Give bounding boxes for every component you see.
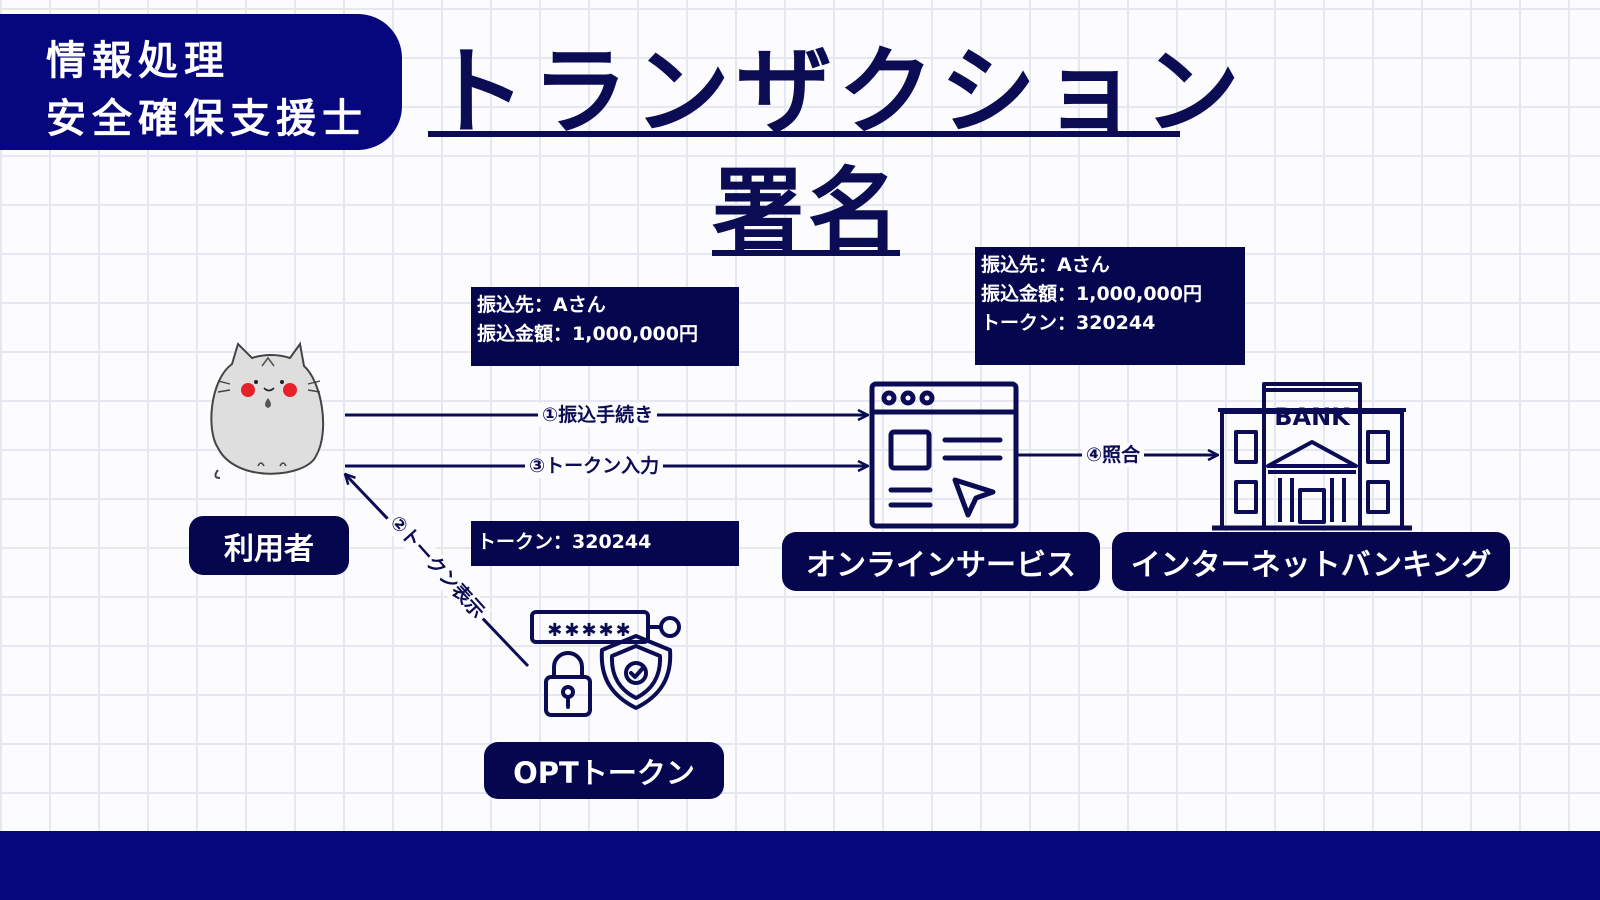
transfer-info-box: 振込先：Aさん 振込金額：1,000,000円 <box>471 287 739 366</box>
badge-line-1: 情報処理 <box>46 38 230 84</box>
browser-window-icon <box>869 381 1019 529</box>
title-underline <box>428 131 1180 137</box>
edge-step1-label: ①振込手続き <box>538 403 658 427</box>
info-amount: 振込金額：1,000,000円 <box>477 323 698 345</box>
page-subtitle: 署名 <box>712 158 905 265</box>
node-online-service-label: オンラインサービス <box>782 532 1100 591</box>
token-mask-text: ✱✱✱✱✱ <box>547 620 632 641</box>
footer-band <box>0 831 1600 900</box>
bank-building-icon <box>1212 382 1412 531</box>
node-internet-banking-label: インターネットバンキング <box>1112 532 1510 591</box>
node-otp-token-label: OPTトークン <box>484 742 724 799</box>
edge-step3-label: ③トークン入力 <box>525 454 664 478</box>
page-title: トランザクション <box>430 36 1246 148</box>
user-character-icon <box>210 341 325 479</box>
info-token: トークン：320244 <box>981 312 1156 334</box>
edge-step4-label: ④照合 <box>1082 443 1145 467</box>
info-token: トークン：320244 <box>477 531 652 553</box>
transfer-with-token-info-box: 振込先：Aさん 振込金額：1,000,000円 トークン：320244 <box>975 247 1245 365</box>
badge-line-2: 安全確保支援士 <box>46 96 368 142</box>
info-recipient: 振込先：Aさん <box>981 254 1110 276</box>
info-amount: 振込金額：1,000,000円 <box>981 283 1202 305</box>
otp-token-icon <box>530 610 681 717</box>
token-info-box: トークン：320244 <box>471 521 739 566</box>
subtitle-underline <box>712 250 900 256</box>
info-recipient: 振込先：Aさん <box>477 294 606 316</box>
category-badge: 情報処理 安全確保支援士 <box>0 14 402 150</box>
bank-sign-text: BANK <box>1274 403 1351 431</box>
node-user-label: 利用者 <box>189 516 349 575</box>
